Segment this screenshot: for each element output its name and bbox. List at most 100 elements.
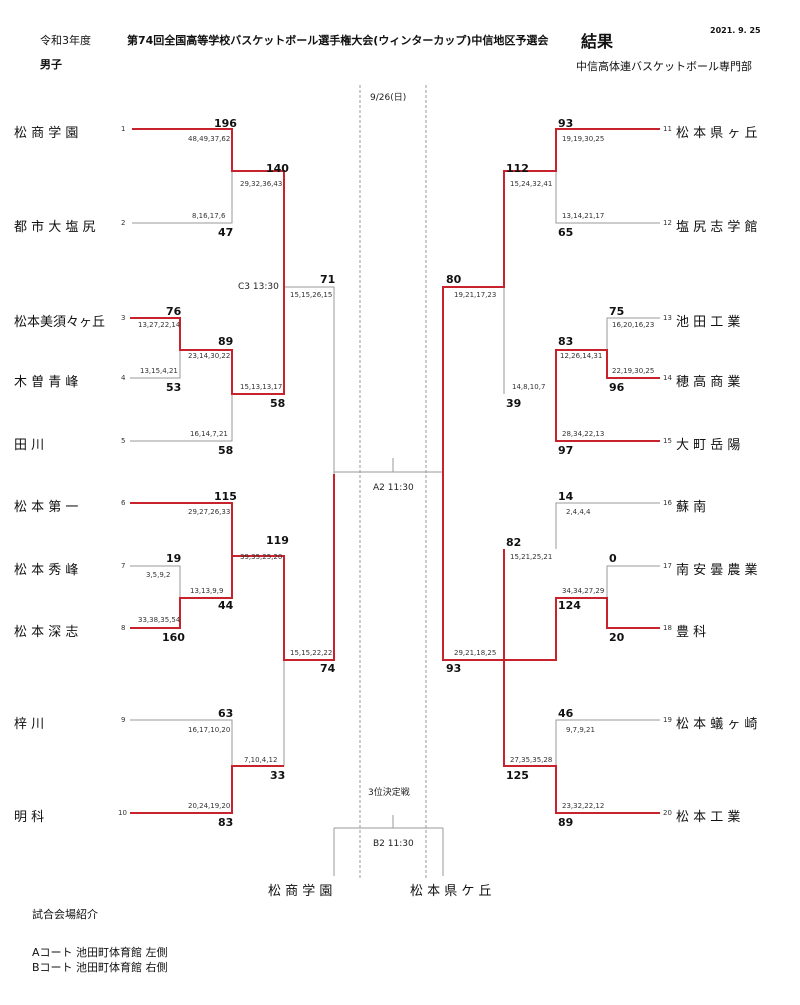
score: 82 xyxy=(506,536,522,549)
result-label: 結果 xyxy=(581,32,614,51)
team-left-8: 松 本 深 志 xyxy=(14,625,79,640)
seed-number: 15 xyxy=(663,437,672,445)
venue-intro: 試合会場紹介 xyxy=(32,908,98,921)
score: 89 xyxy=(218,335,234,348)
team-right-16: 蘇 南 xyxy=(676,500,707,515)
score: 39 xyxy=(506,397,522,410)
score: 20 xyxy=(609,631,625,644)
team-left-3: 松本美須々ヶ丘 xyxy=(14,315,106,330)
quarter-scores: 48,49,37,62 xyxy=(188,135,231,143)
score: 58 xyxy=(218,444,234,457)
score: 76 xyxy=(166,305,182,318)
score: 115 xyxy=(214,490,237,503)
seed-number: 13 xyxy=(663,314,672,322)
team-left-4: 木 曽 青 峰 xyxy=(14,375,79,390)
quarter-scores: 23,14,30,22 xyxy=(188,352,231,360)
final-right-team: 松 本 県 ケ 丘 xyxy=(410,884,492,899)
team-right-15: 大 町 岳 陽 xyxy=(676,438,741,453)
score: 47 xyxy=(218,226,234,239)
quarter-scores: 13,13,9,9 xyxy=(190,587,224,595)
score: 71 xyxy=(320,273,336,286)
quarter-scores: 29,32,36,43 xyxy=(240,180,283,188)
quarter-scores: 22,19,30,25 xyxy=(612,367,655,375)
score: 93 xyxy=(558,117,574,130)
quarter-scores: 39,35,25,20 xyxy=(240,553,283,561)
seed-number: 6 xyxy=(121,499,126,507)
seed-number: 16 xyxy=(663,499,672,507)
team-right-19: 松 本 蟻 ヶ 崎 xyxy=(676,717,758,732)
score: 160 xyxy=(162,631,185,644)
team-left-1: 松 商 学 園 xyxy=(14,126,79,141)
score: 44 xyxy=(218,599,234,612)
seed-number: 7 xyxy=(121,562,126,570)
quarter-scores: 27,35,35,28 xyxy=(510,756,553,764)
quarter-scores: 15,13,13,17 xyxy=(240,383,283,391)
quarter-scores: 16,20,16,23 xyxy=(612,321,655,329)
team-right-18: 豊 科 xyxy=(676,625,707,640)
quarter-scores: 15,21,25,21 xyxy=(510,553,553,561)
score: 80 xyxy=(446,273,462,286)
team-right-14: 穂 高 商 業 xyxy=(676,375,741,390)
seed-number: 8 xyxy=(121,624,126,632)
score: 58 xyxy=(270,397,286,410)
quarter-scores: 15,15,26,15 xyxy=(290,291,333,299)
team-left-5: 田 川 xyxy=(14,438,45,453)
final-left-team: 松 商 学 園 xyxy=(268,884,333,899)
seed-number: 12 xyxy=(663,219,672,227)
quarter-scores: 20,24,19,20 xyxy=(188,802,231,810)
score: 75 xyxy=(609,305,625,318)
score: 124 xyxy=(558,599,581,612)
score: 140 xyxy=(266,162,289,175)
organizer-label: 中信高体連バスケットボール専門部 xyxy=(576,60,752,73)
team-right-13: 池 田 工 業 xyxy=(676,315,741,330)
seed-number: 1 xyxy=(121,125,126,133)
score: 89 xyxy=(558,816,574,829)
quarter-scores: 13,27,22,14 xyxy=(138,321,181,329)
score: 46 xyxy=(558,707,574,720)
seed-number: 19 xyxy=(663,716,672,724)
quarter-scores: 33,38,35,54 xyxy=(138,616,181,624)
quarter-scores: 7,10,4,12 xyxy=(244,756,278,764)
score: 119 xyxy=(266,534,289,547)
quarter-scores: 28,34,22,13 xyxy=(562,430,605,438)
score: 14 xyxy=(558,490,574,503)
venue-b-court: Bコート 池田町体育館 右側 xyxy=(32,961,168,974)
score: 53 xyxy=(166,381,182,394)
quarter-scores: 29,21,18,25 xyxy=(454,649,497,657)
score: 74 xyxy=(320,662,336,675)
seed-number: 5 xyxy=(121,437,126,445)
seed-number: 20 xyxy=(663,809,672,817)
quarter-scores: 8,16,17,6 xyxy=(192,212,226,220)
quarter-scores: 19,19,30,25 xyxy=(562,135,605,143)
tournament-title: 第74回全国高等学校バスケットボール選手権大会(ウィンターカップ)中信地区予選会 xyxy=(127,34,549,47)
year-label: 令和3年度 xyxy=(40,34,91,47)
quarter-scores: 9,7,9,21 xyxy=(566,726,595,734)
seed-number: 17 xyxy=(663,562,672,570)
score: 93 xyxy=(446,662,462,675)
seed-number: 9 xyxy=(121,716,126,724)
quarter-scores: 19,21,17,23 xyxy=(454,291,497,299)
quarter-scores: 34,34,27,29 xyxy=(562,587,605,595)
quarter-scores: 3,5,9,2 xyxy=(146,571,171,579)
team-right-11: 松 本 県 ヶ 丘 xyxy=(676,126,758,141)
score: 63 xyxy=(218,707,234,720)
day-label: 9/26(日) xyxy=(370,93,407,103)
quarter-scores: 13,15,4,21 xyxy=(140,367,178,375)
team-left-10: 明 科 xyxy=(14,810,45,825)
venue-a-court: Aコート 池田町体育館 左側 xyxy=(32,946,168,959)
score: 97 xyxy=(558,444,574,457)
date-label: 2021. 9. 25 xyxy=(710,26,761,35)
quarter-scores: 14,8,10,7 xyxy=(512,383,546,391)
team-left-2: 都 市 大 塩 尻 xyxy=(14,220,96,235)
court-b2-label: B2 11:30 xyxy=(373,839,414,849)
quarter-scores: 12,26,14,31 xyxy=(560,352,603,360)
seed-number: 18 xyxy=(663,624,672,632)
quarter-scores: 29,27,26,33 xyxy=(188,508,231,516)
seed-number: 2 xyxy=(121,219,126,227)
seed-number: 3 xyxy=(121,314,126,322)
quarter-scores: 13,14,21,17 xyxy=(562,212,605,220)
score: 83 xyxy=(218,816,234,829)
seed-number: 11 xyxy=(663,125,672,133)
quarter-scores: 16,17,10,20 xyxy=(188,726,231,734)
